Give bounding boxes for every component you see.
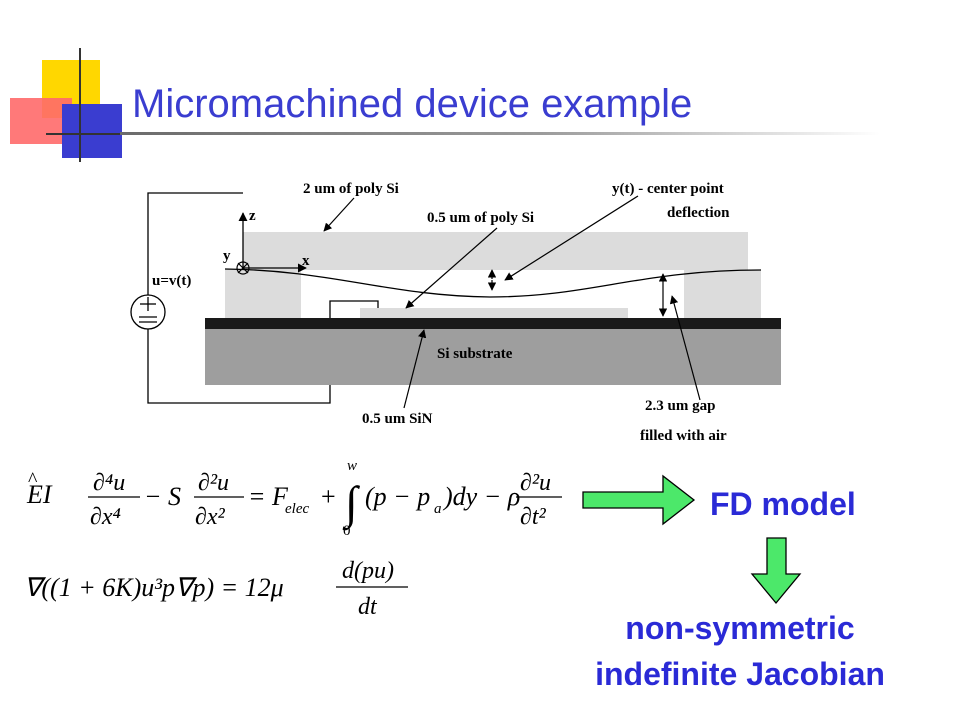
label-gap-1: 2.3 um gap <box>645 398 715 414</box>
eq-d2u-t: ∂²u <box>520 470 551 496</box>
result-label: non-symmetric indefinite Jacobian <box>560 605 920 697</box>
top-poly-si-plate <box>243 232 748 270</box>
eq-dx2: ∂x² <box>195 504 226 530</box>
label-substrate: Si substrate <box>437 346 513 362</box>
title-rule <box>120 132 880 135</box>
pointer-05um-poly <box>405 227 498 309</box>
arrow-right-icon <box>582 474 696 526</box>
beam-equation: ^ EI ∂⁴u ∂x⁴ − S ∂²u ∂x² = F elec + ∫ w … <box>26 458 562 539</box>
pointer-gap <box>669 295 701 401</box>
pointer-2um-poly <box>323 197 355 232</box>
eq-lower: 0 <box>343 523 351 539</box>
fd-model-label: FD model <box>710 486 856 522</box>
eq-eq-f: = F <box>248 482 289 511</box>
eq-ei: EI <box>26 480 53 509</box>
voltage-source-icon <box>130 294 166 330</box>
eq-plus: + <box>321 482 336 511</box>
eq-integral: ∫ <box>342 477 360 531</box>
eq-integrand: (p − p <box>365 482 430 511</box>
eq-sub-a: a <box>434 501 442 517</box>
eq-dt2: ∂t² <box>520 504 547 530</box>
slide-logo <box>10 48 136 162</box>
y-axis-cross-2 <box>237 262 249 274</box>
label-2um-poly-si: 2 um of poly Si <box>303 181 399 197</box>
bottom-electrode <box>360 308 628 318</box>
y-axis-icon <box>236 261 250 275</box>
label-axis-z: z <box>249 208 256 224</box>
arrow-down-icon <box>750 537 802 605</box>
eq-ei-hat: ^ <box>28 469 38 491</box>
reynolds-equation: ∇((1 + 6K)u³p∇p) = 12μ d(pu) dt <box>24 558 408 620</box>
logo-red-square <box>10 98 72 144</box>
eq-dy: )dy − ρ <box>442 482 520 511</box>
label-sin: 0.5 um SiN <box>362 411 433 427</box>
sin-layer <box>205 318 781 329</box>
label-gap-2: filled with air <box>640 428 727 444</box>
substrate-layer <box>205 329 781 385</box>
label-center-deflection-2: deflection <box>667 205 730 221</box>
eq-d2u: ∂²u <box>198 470 229 496</box>
label-05um-poly-si: 0.5 um of poly Si <box>427 210 534 226</box>
logo-blue-square <box>62 104 122 158</box>
eq-dx4: ∂x⁴ <box>90 504 121 530</box>
label-voltage: u=v(t) <box>152 273 191 289</box>
left-anchor <box>225 269 301 318</box>
pointer-center-deflection <box>504 195 639 281</box>
eq-reynolds-lhs: ∇((1 + 6K)u³p∇p) = 12μ <box>24 573 284 602</box>
slide-title: Micromachined device example <box>132 82 693 126</box>
eq-reynolds-num: d(pu) <box>342 558 394 584</box>
eq-elec: elec <box>285 501 309 517</box>
result-line-2: indefinite Jacobian <box>595 656 885 692</box>
eq-d4u: ∂⁴u <box>93 470 125 496</box>
label-center-deflection-1: y(t) - center point <box>612 181 724 197</box>
eq-upper: w <box>347 458 357 474</box>
label-axis-y: y <box>223 248 231 264</box>
pointer-sin <box>403 329 427 409</box>
eq-minus-s: − S <box>144 482 181 511</box>
label-axis-x: x <box>302 253 310 269</box>
right-anchor <box>684 270 761 318</box>
eq-reynolds-den: dt <box>358 594 378 620</box>
result-line-1: non-symmetric <box>625 610 855 646</box>
